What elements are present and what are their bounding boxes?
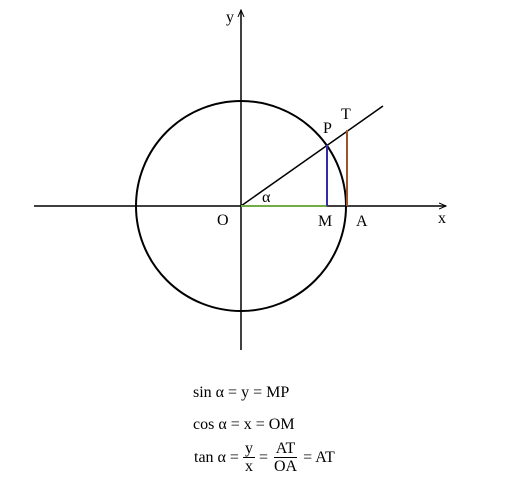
unit-circle-diagram: y x O P T M A α	[34, 9, 515, 350]
fraction-denominator-x: x	[244, 458, 253, 475]
tan-lhs: tan α =	[194, 448, 239, 466]
x-axis-label: x	[438, 210, 446, 227]
y-axis-label: y	[226, 9, 234, 26]
equals-sign: =	[258, 448, 268, 466]
tan-formula: tan α = y x = AT OA = AT	[193, 440, 336, 475]
point-m-label: M	[318, 213, 332, 230]
origin-label: O	[217, 212, 229, 229]
sin-formula: sin α = y = MP	[193, 384, 290, 401]
point-p-label: P	[323, 120, 332, 137]
cos-formula: cos α = x = OM	[193, 416, 295, 433]
tan-rhs: = AT	[303, 448, 335, 466]
fraction-numerator-at: AT	[273, 440, 298, 458]
fraction-y-over-x: y x	[242, 440, 255, 475]
point-t-label: T	[341, 106, 351, 123]
fraction-denominator-oa: OA	[273, 458, 298, 475]
angle-label: α	[262, 189, 271, 206]
point-a-label: A	[356, 213, 368, 230]
fraction-numerator-y: y	[242, 440, 255, 458]
terminal-ray	[240, 105, 384, 207]
fraction-at-over-oa: AT OA	[272, 440, 299, 475]
